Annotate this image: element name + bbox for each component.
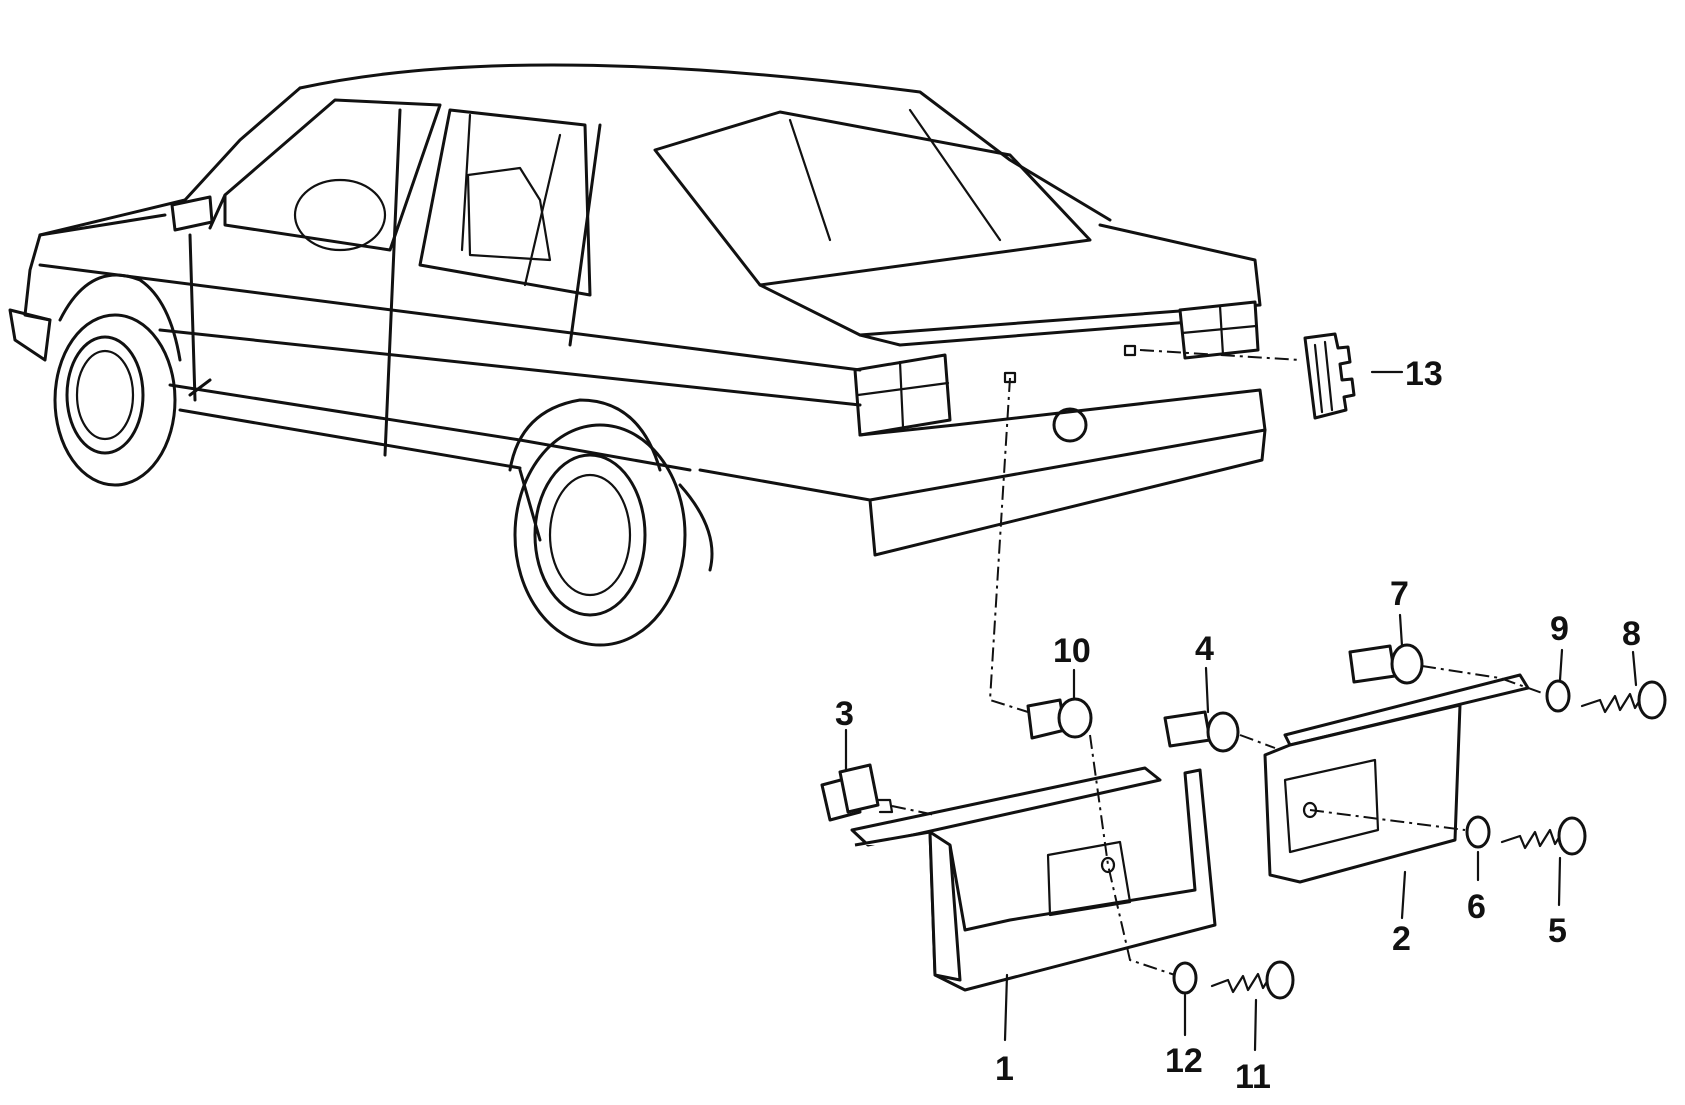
expanding-nut-4 [1163,710,1240,753]
screw-8 [1580,680,1667,720]
expanding-nut-7 [1348,643,1424,685]
callout-6: 6 [1467,888,1486,926]
bracket-clip-13 [1303,332,1356,420]
callout-10: 10 [1053,632,1091,670]
car-illustration [8,63,1267,647]
callout-13: 13 [1405,355,1443,393]
callout-7: 7 [1390,575,1409,613]
callout-numbers: 1 2 3 4 5 6 7 8 9 10 11 12 13 [835,355,1641,1096]
callout-3: 3 [835,695,854,733]
clip-3 [820,763,894,822]
callout-4: 4 [1195,630,1214,668]
screw-5 [1500,816,1587,856]
callout-12: 12 [1165,1042,1203,1080]
screw-11 [1210,960,1295,1000]
callout-2: 2 [1392,920,1411,958]
callout-11: 11 [1235,1058,1271,1096]
callout-5: 5 [1548,912,1567,950]
plate-holder-right-2 [1263,673,1530,884]
leader-lines [844,370,1638,1052]
callout-9: 9 [1550,610,1569,648]
plate-holder-left-1 [850,766,1217,992]
assembly-lines [891,349,1546,976]
washer-12 [1172,961,1198,995]
washer-9 [1545,679,1571,713]
washer-6 [1465,815,1491,849]
callout-1: 1 [995,1050,1014,1088]
callout-8: 8 [1622,615,1641,653]
expanding-nut-10 [1026,697,1093,740]
